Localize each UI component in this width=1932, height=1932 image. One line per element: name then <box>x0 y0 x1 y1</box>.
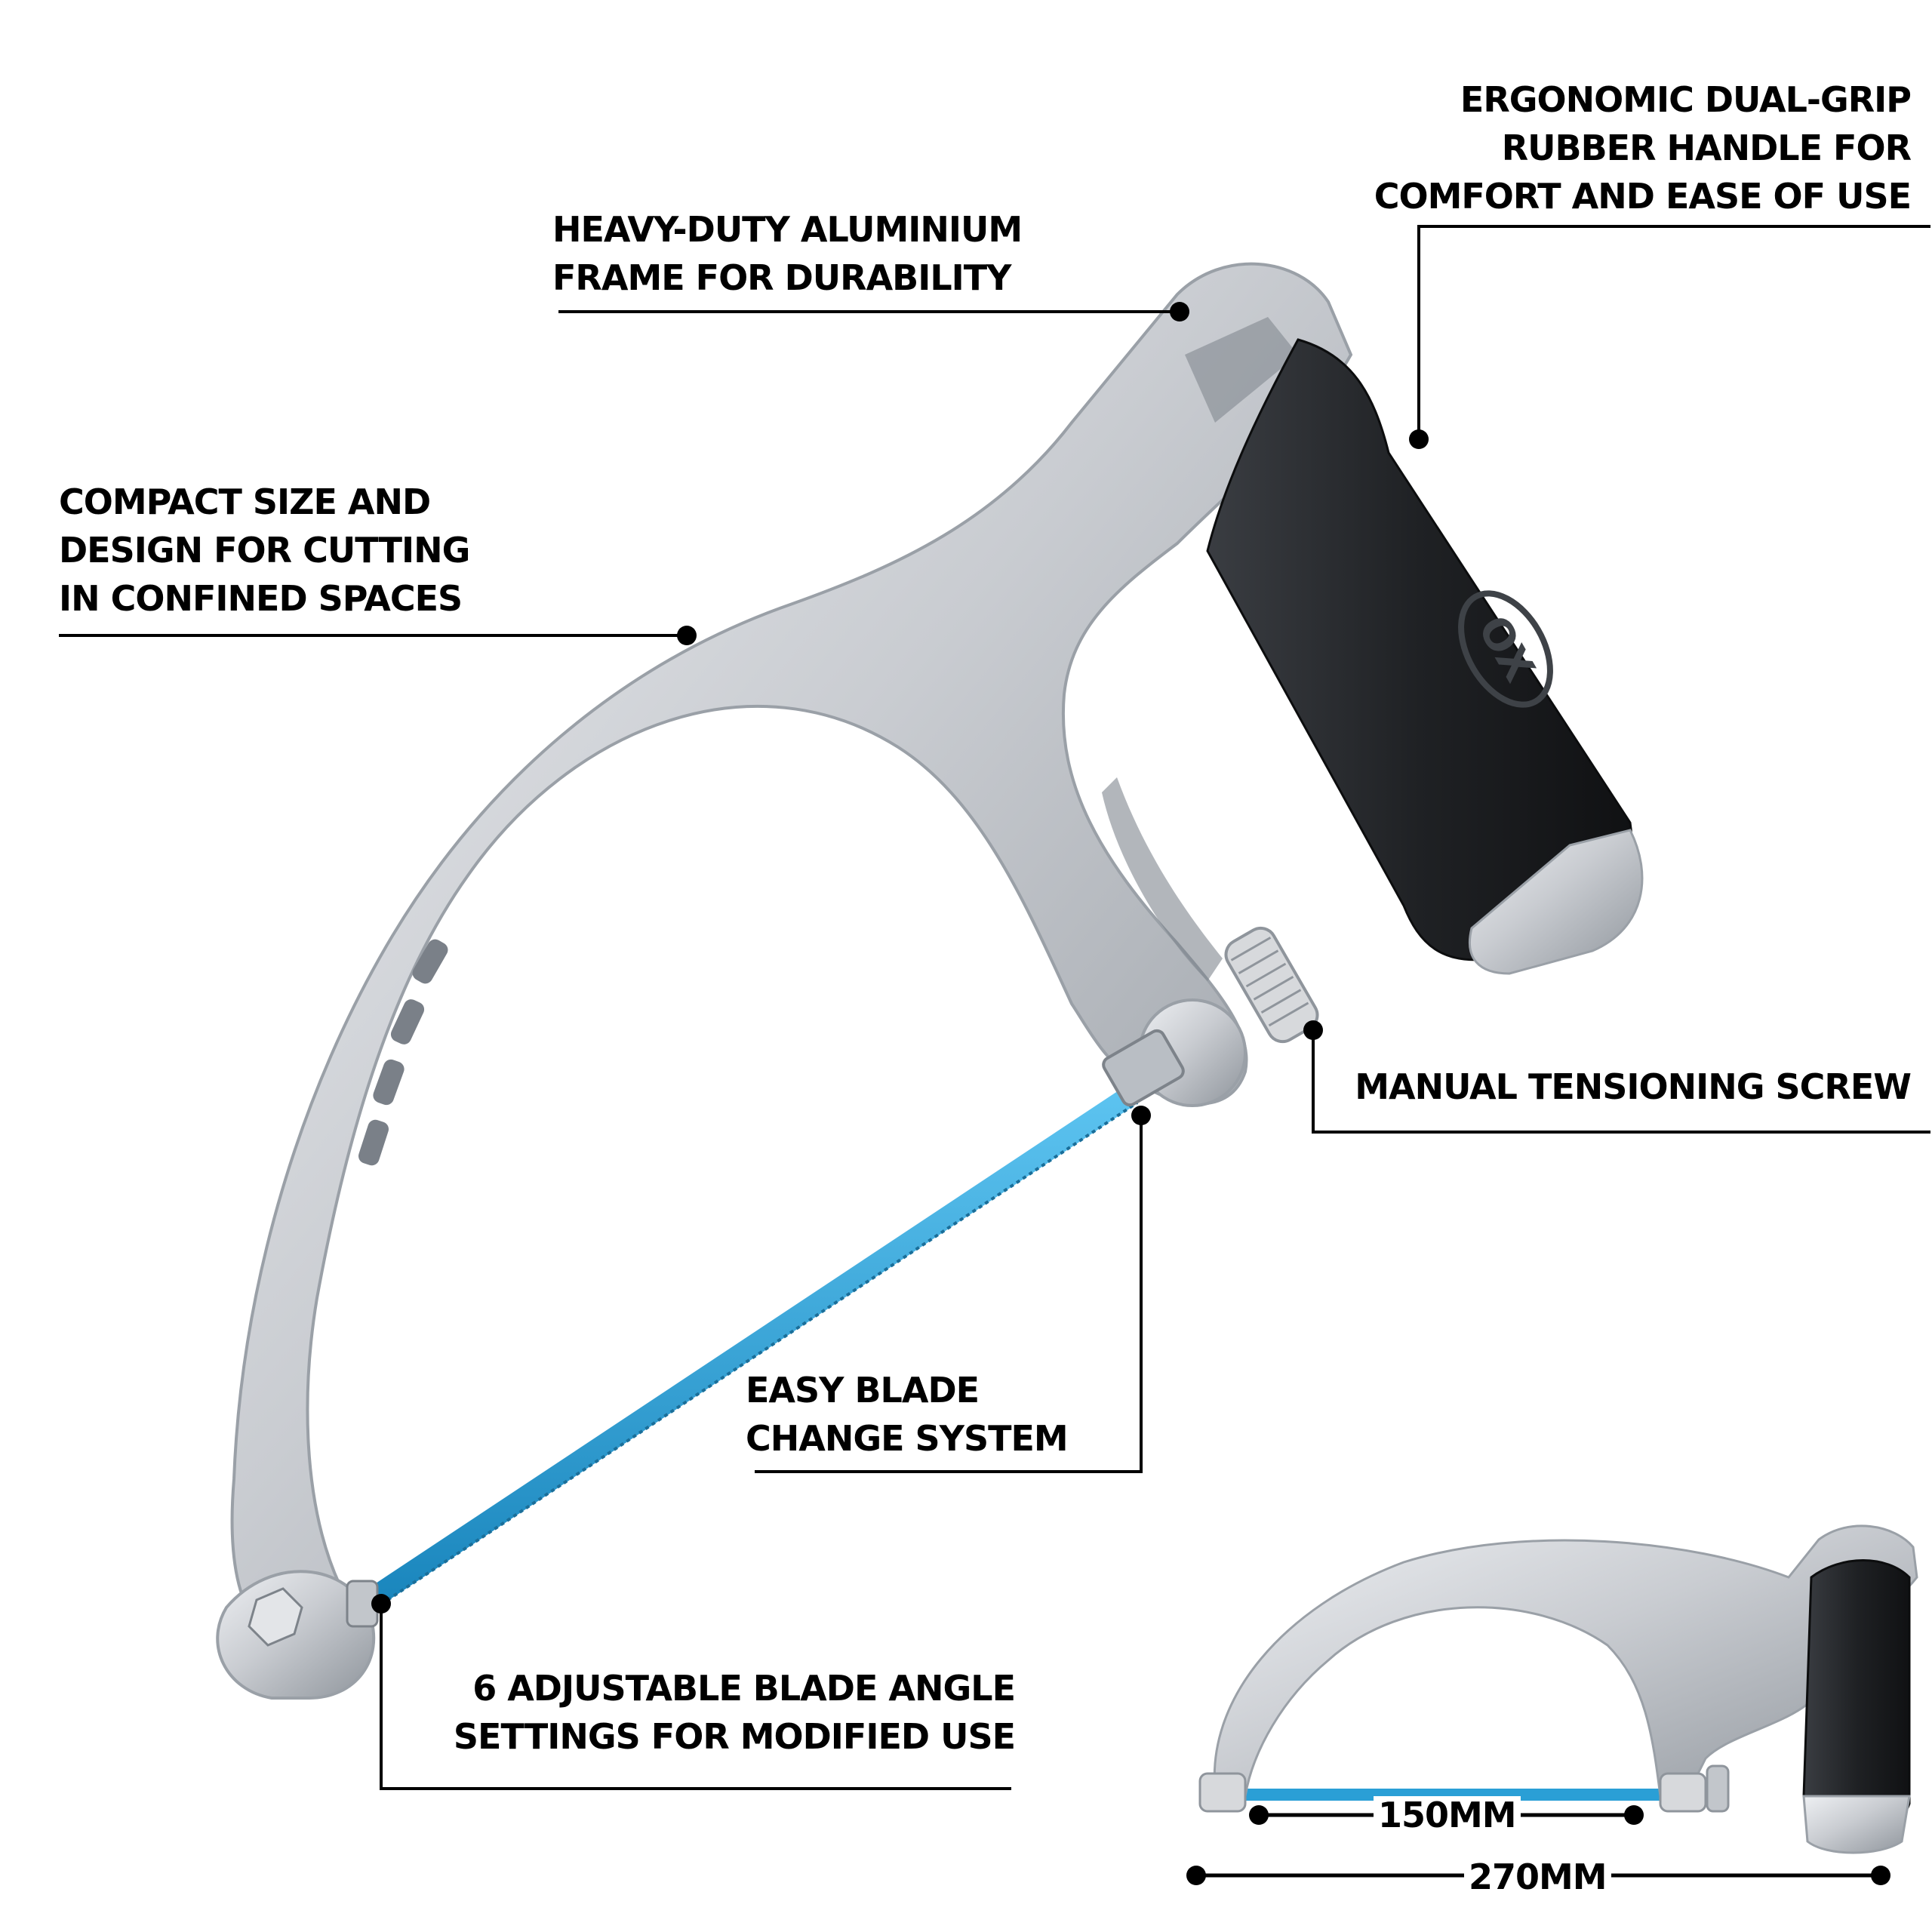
overall-length-label: 270MM <box>1464 1858 1611 1896</box>
handle-callout-line2: RUBBER HANDLE FOR <box>1501 128 1912 168</box>
handle-leader <box>1417 225 1930 439</box>
small-handle <box>1802 1559 1911 1828</box>
main-hacksaw: OX <box>216 262 1644 1700</box>
compact-callout: COMPACT SIZE AND DESIGN FOR CUTTING IN C… <box>59 478 470 623</box>
blade-change-callout: EASY BLADE CHANGE SYSTEM <box>746 1366 1069 1463</box>
small-handle-cap <box>1802 1795 1911 1854</box>
tension-callout-line1: MANUAL TENSIONING SCREW <box>1355 1066 1912 1107</box>
blade-change-callout-line2: CHANGE SYSTEM <box>746 1418 1069 1459</box>
handle-callout-line1: ERGONOMIC DUAL-GRIP <box>1460 79 1912 120</box>
frame-window <box>1102 777 1223 981</box>
angle-callout-line2: SETTINGS FOR MODIFIED USE <box>453 1716 1016 1757</box>
callout-dots <box>371 302 1429 1614</box>
frame-callout-line2: FRAME FOR DURABILITY <box>552 257 1011 298</box>
handle-end-cap <box>1468 829 1644 975</box>
vent-slots <box>358 939 448 1166</box>
frame-callout-line1: HEAVY-DUTY ALUMINIUM <box>552 209 1023 250</box>
blade-change-callout-line1: EASY BLADE <box>746 1370 980 1411</box>
blade-clamp-bottom <box>216 1570 379 1700</box>
blade <box>359 1084 1143 1611</box>
blade-length-label: 150MM <box>1374 1796 1521 1834</box>
dimension-hacksaw <box>1198 1524 1918 1854</box>
aluminium-frame <box>230 262 1353 1651</box>
compact-callout-line3: IN CONFINED SPACES <box>59 578 463 619</box>
small-clamp-left <box>1198 1772 1247 1813</box>
tension-knob <box>1224 926 1319 1044</box>
compact-callout-line2: DESIGN FOR CUTTING <box>59 530 470 571</box>
handle-callout-line3: COMFORT AND EASE OF USE <box>1374 176 1912 217</box>
small-clamp-right <box>1659 1772 1707 1813</box>
tension-leader <box>1312 1030 1930 1134</box>
blade-change-leader <box>755 1117 1143 1473</box>
frame-callout: HEAVY-DUTY ALUMINIUM FRAME FOR DURABILIT… <box>552 205 1023 302</box>
tension-callout: MANUAL TENSIONING SCREW <box>1355 1063 1912 1111</box>
angle-leader <box>380 1604 1011 1790</box>
frame-slot <box>1185 317 1298 423</box>
angle-callout: 6 ADJUSTABLE BLADE ANGLE SETTINGS FOR MO… <box>453 1664 1016 1761</box>
compact-callout-line1: COMPACT SIZE AND <box>59 481 431 522</box>
blade-clamp-top <box>1102 998 1247 1107</box>
callout-lines <box>59 225 1930 1790</box>
handle-callout: ERGONOMIC DUAL-GRIP RUBBER HANDLE FOR CO… <box>1374 75 1912 220</box>
angle-callout-line1: 6 ADJUSTABLE BLADE ANGLE <box>472 1668 1016 1709</box>
small-knob <box>1706 1764 1730 1813</box>
